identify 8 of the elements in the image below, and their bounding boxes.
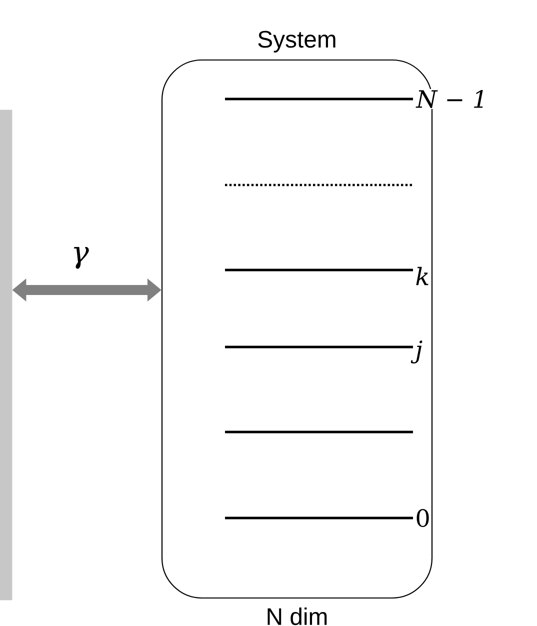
bath-band	[0, 110, 12, 600]
node-label: System	[258, 30, 336, 52]
level-label: j	[410, 340, 422, 364]
edge-label: γ	[74, 247, 89, 269]
box-caption: N dim	[268, 608, 327, 626]
level-label: k	[416, 266, 428, 286]
level-label: N − 1	[415, 88, 489, 110]
level-label: 0	[416, 508, 429, 528]
